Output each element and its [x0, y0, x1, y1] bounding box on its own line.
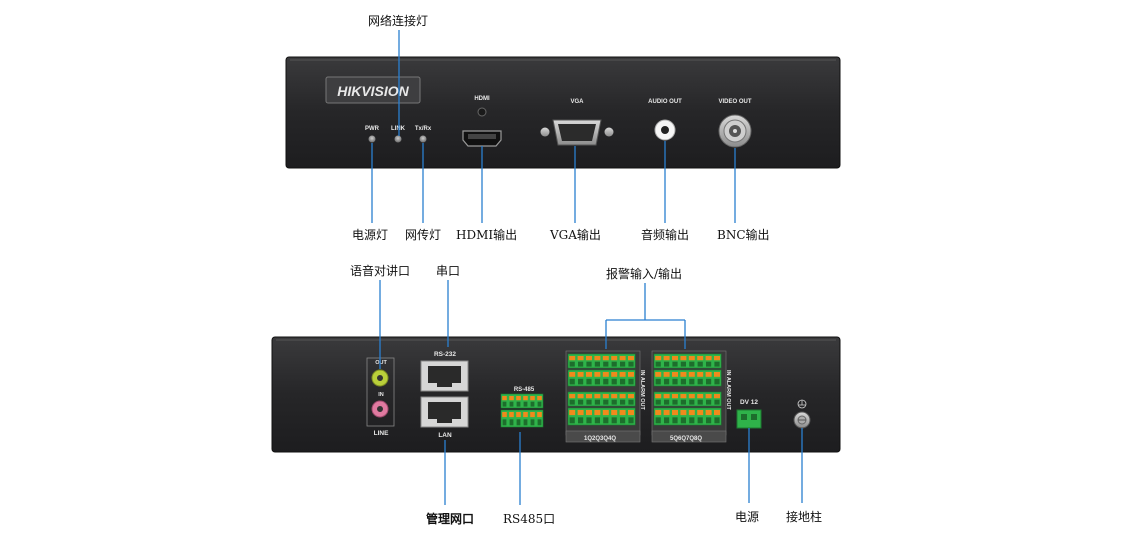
brand-label: HIKVISION: [337, 83, 409, 99]
txrx-led-icon: [419, 135, 427, 143]
line-in-label: IN: [378, 392, 384, 398]
txrx-label: Tx/Rx: [415, 126, 432, 132]
rear-panel: OUT IN LINE RS-232 LAN RS-485 1Q2Q3Q4Q 5…: [271, 336, 841, 453]
audio-out-jack: [654, 119, 676, 141]
callout-vga-out: VGA输出: [550, 228, 601, 242]
rs485-row-bottom: [500, 409, 544, 428]
callout-ground: 接地柱: [786, 510, 823, 524]
rs485-terminal: [500, 393, 544, 428]
alarm-row-3: [567, 391, 636, 407]
callout-power: 电源: [735, 510, 760, 524]
ground-post: [793, 399, 811, 429]
callout-intercom: 语音对讲口: [350, 264, 411, 278]
hdmi-symbol-icon: [477, 107, 487, 117]
callout-serial: 串口: [436, 264, 461, 278]
callout-hdmi-out: HDMI输出: [456, 228, 518, 242]
dv12-label: DV 12: [740, 399, 758, 406]
link-label: LINK: [391, 126, 406, 132]
pwr-led-icon: [368, 135, 376, 143]
alarm-left-codes: 1Q2Q3Q4Q: [584, 436, 616, 442]
hdmi-label: HDMI: [474, 96, 490, 102]
callout-audio-out: 音频输出: [641, 228, 690, 242]
callout-rs485-port: RS485口: [503, 512, 556, 526]
vga-port: [540, 119, 614, 146]
alarm-row-4: [653, 407, 722, 426]
dc-power-terminal: [736, 409, 762, 429]
alarm-right-codes: 5Q6Q7Q8Q: [670, 436, 702, 442]
hikvision-logo: HIKVISION: [325, 76, 421, 104]
alarm-code-strip: [565, 430, 641, 443]
alarm-terminal-left: [565, 350, 641, 443]
callout-transfer-led: 网传灯: [405, 228, 442, 242]
alarm-row-2: [567, 369, 636, 387]
alarm-terminal-right: [651, 350, 727, 443]
rs232-port: [420, 360, 469, 392]
rs232-label: RS-232: [434, 351, 456, 358]
lan-label: LAN: [438, 432, 452, 439]
rear-callout-lines: [379, 280, 803, 505]
rs485-label: RS-485: [514, 387, 535, 393]
alarm-row-4: [567, 407, 636, 426]
callout-alarm-io: 报警输入/输出: [606, 267, 683, 281]
callout-power-led: 电源灯: [352, 228, 389, 242]
lan-port: [420, 396, 469, 428]
vga-label: VGA: [570, 99, 584, 105]
alarm-side-left: IN ALARM OUT: [639, 370, 645, 410]
alarm-row-1: [653, 353, 722, 369]
video-out-label: VIDEO OUT: [718, 99, 751, 105]
alarm-side-right: IN ALARM OUT: [725, 370, 731, 410]
line-out-label: OUT: [375, 360, 387, 366]
alarm-code-strip: [651, 430, 727, 443]
alarm-row-3: [653, 391, 722, 407]
callout-network-led: 网络连接灯: [368, 14, 429, 28]
audio-out-label: AUDIO OUT: [648, 99, 682, 105]
bnc-video-out-port: [718, 114, 752, 148]
ground-symbol-icon: [797, 399, 807, 409]
alarm-row-2: [653, 369, 722, 387]
hdmi-port: [462, 130, 502, 147]
link-led-icon: [394, 135, 402, 143]
alarm-row-1: [567, 353, 636, 369]
front-callout-lines: [371, 30, 736, 223]
line-label: LINE: [374, 430, 389, 437]
rs485-row-top: [500, 393, 544, 409]
front-panel: HIKVISION PWR LINK Tx/Rx HDMI VGA AUDIO …: [285, 56, 841, 169]
pwr-label: PWR: [365, 126, 380, 132]
callout-mgmt-port: 管理网口: [426, 512, 475, 526]
callout-bnc-out: BNC输出: [717, 228, 770, 242]
